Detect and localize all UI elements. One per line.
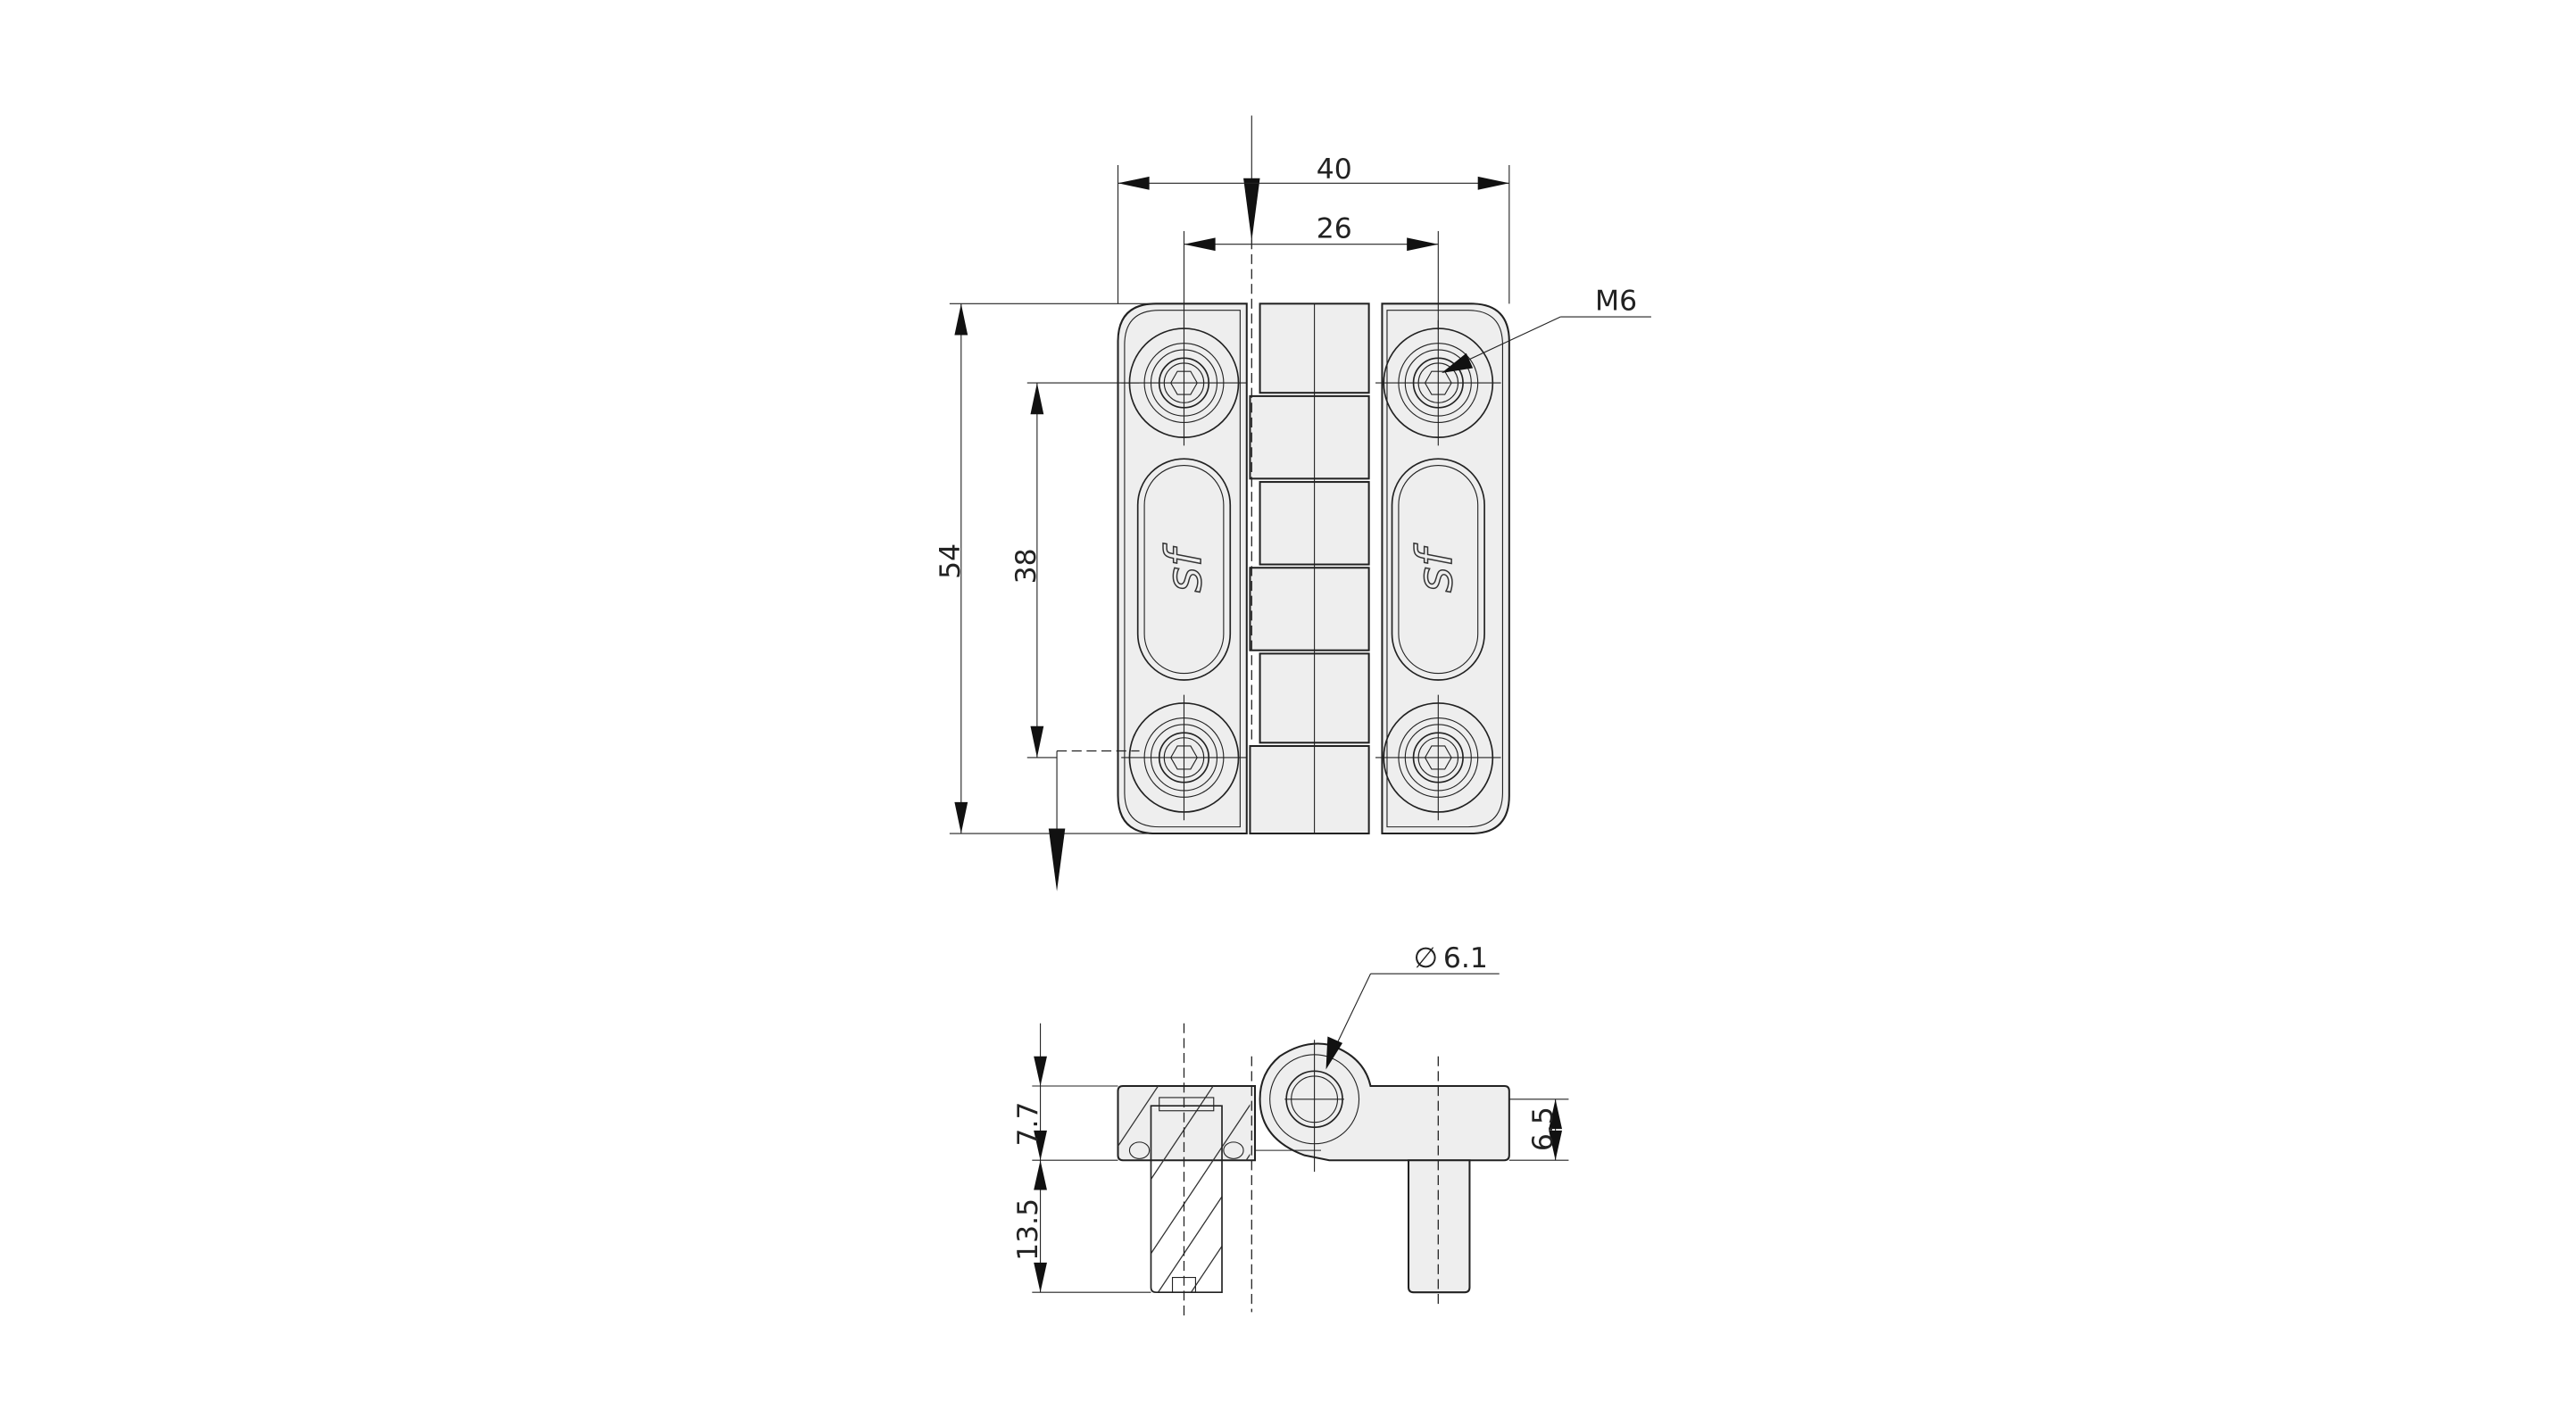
svg-text:40: 40 <box>1317 153 1352 186</box>
dimension-hole-spacing-26: 26 <box>1183 212 1439 330</box>
dimension-leaf-thickness-7-7: 7.7 <box>1012 1023 1118 1293</box>
section-arrow-top <box>1243 178 1260 242</box>
logo-left: sf <box>1156 543 1213 593</box>
left-leaf-section <box>1117 1084 1257 1162</box>
knuckles <box>1249 303 1370 835</box>
dimension-screw-length-13-5: 13.5 <box>1012 1160 1151 1293</box>
svg-text:38: 38 <box>1010 548 1043 584</box>
diameter-callout-6-1: ∅ 6.1 <box>1325 942 1500 1070</box>
right-arm <box>1259 1042 1510 1162</box>
svg-text:26: 26 <box>1317 212 1352 245</box>
top-view: sf sf 40 26 <box>935 115 1651 891</box>
logo-right: sf <box>1407 543 1464 593</box>
side-view: 7.7 13.5 6.5 ∅ 6.1 <box>1012 942 1569 1321</box>
right-leaf <box>1381 303 1510 835</box>
pin <box>1407 1159 1471 1294</box>
section-arrow-bottom <box>1048 828 1066 891</box>
svg-text:6.5: 6.5 <box>1527 1107 1559 1151</box>
dimension-hole-spacing-38: 38 <box>1010 382 1140 759</box>
svg-text:M6: M6 <box>1595 286 1637 318</box>
dimension-width-40: 40 <box>1117 153 1510 304</box>
dimension-arm-thickness-6-5: 6.5 <box>1508 1099 1569 1161</box>
svg-text:6.1: 6.1 <box>1443 942 1488 974</box>
svg-text:7.7: 7.7 <box>1012 1102 1044 1147</box>
thread-callout-m6: M6 <box>1442 286 1651 373</box>
logo-cap-left <box>1136 458 1232 681</box>
svg-text:13.5: 13.5 <box>1012 1198 1044 1261</box>
logo-cap-right <box>1391 458 1485 681</box>
svg-text:∅: ∅ <box>1414 942 1438 974</box>
svg-text:54: 54 <box>935 543 967 579</box>
screw-section <box>1150 1105 1223 1294</box>
